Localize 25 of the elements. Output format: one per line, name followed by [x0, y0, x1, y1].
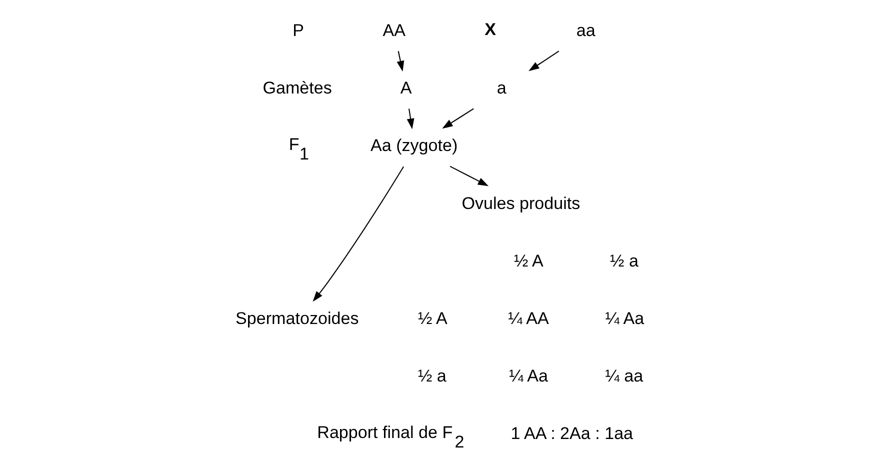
- label: P: [292, 20, 304, 40]
- node-text: Aa (zygote): [370, 136, 458, 156]
- node-text: A: [400, 78, 412, 98]
- label: ¼ AA: [508, 308, 548, 328]
- label: ¼ Aa: [508, 366, 548, 386]
- arrow: [449, 166, 488, 186]
- node-text: Spermatozoides: [235, 308, 358, 328]
- label: ½ A: [417, 308, 447, 328]
- arrow: [312, 166, 404, 302]
- label: 1 AA : 2Aa : 1aa: [510, 424, 633, 444]
- arrow: [442, 108, 474, 129]
- label: ¼ aa: [604, 366, 643, 386]
- node-text: a: [496, 78, 506, 98]
- label: ¼ Aa: [604, 308, 644, 328]
- arrow: [528, 50, 559, 72]
- node-text: Ovules produits: [461, 194, 580, 213]
- arrow: [396, 51, 404, 72]
- node-text: aa: [576, 20, 595, 40]
- label: Gamètes: [262, 78, 332, 98]
- label: ½ a: [609, 251, 638, 270]
- label: ½ A: [513, 251, 543, 270]
- label: X: [484, 20, 496, 39]
- arrow: [406, 108, 414, 130]
- node-text: AA: [382, 20, 406, 40]
- label: ½ a: [417, 366, 446, 386]
